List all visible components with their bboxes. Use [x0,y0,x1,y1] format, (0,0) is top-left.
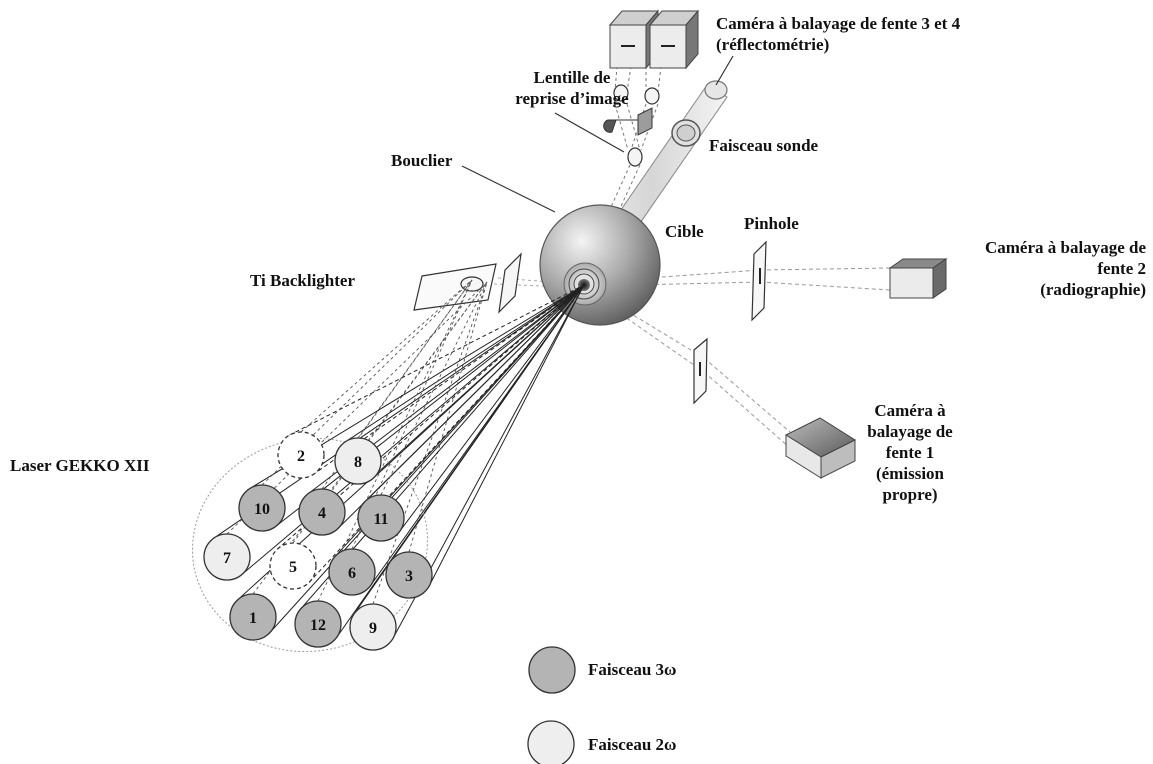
beam-circle-8 [334,437,382,485]
streak-camera-4 [648,9,700,70]
beam-number-9: 9 [369,620,377,637]
beam-bundle-envelope [191,437,429,653]
pinhole [751,240,767,322]
beam-circle-12 [294,600,342,648]
beam-backlighter-line-8 [357,279,473,439]
streak-camera-1 [784,417,857,479]
label-line: fente 1 [885,443,935,462]
leader-lines [461,55,734,213]
beam-backlighter-line-2 [300,279,473,433]
beam-circle-3 [385,551,433,599]
beam-line-3 [428,284,585,588]
streak-camera-2 [888,258,948,299]
legend-3w-symbol [528,646,576,694]
beam-line-2 [288,284,585,436]
beam-line-8 [343,284,585,444]
beam-backlighter-line-11 [380,281,488,496]
beam-number-2: 2 [297,448,305,465]
beam-backlighter-line-9 [372,281,488,605]
beam-backlighter-line-3 [408,281,488,553]
pinhole-camera-1 [693,337,708,405]
reflectometry-lenses [603,84,660,167]
legend-2w-label: Faisceau 2ω [588,735,677,754]
label-streak-camera-2: Caméra à balayage de fente 2 (radiograph… [900,237,1146,300]
label-laser-gekko: Laser GEKKO XII [10,456,150,475]
beam-circle-2 [277,431,325,479]
beam-circle-1 [229,593,277,641]
beam-line-1 [268,284,585,634]
label-pinhole: Pinhole [744,214,799,233]
beam-number-12: 12 [310,617,326,634]
label-line: reprise d’image [515,89,629,108]
beam-line-11 [363,284,585,504]
beam-circle-11 [357,494,405,542]
beam-line-8 [371,284,585,480]
beam-circle-9 [349,603,397,651]
beam-circle-5 [269,542,317,590]
label-line: Caméra à [874,401,946,420]
label-ti-backlighter: Ti Backlighter [250,271,355,290]
beam-number-4: 4 [318,505,326,522]
label-line: (émission [876,464,944,483]
beam-number-7: 7 [223,550,231,567]
beam-circle-6 [328,548,376,596]
label-line: (réflectométrie) [716,35,830,54]
beam-number-5: 5 [289,559,297,576]
beam-circle-7 [203,533,251,581]
beam-number-3: 3 [405,568,413,585]
beam-line-2 [312,284,585,476]
label-faisceau-sonde: Faisceau sonde [709,136,819,155]
beam-line-10 [274,284,585,528]
label-streak-camera-1: Caméra à balayage de fente 1 (émission p… [840,400,980,505]
beam-number-6: 6 [348,565,356,582]
label-lentille: Lentille de reprise d’image [482,67,662,109]
beam-circle-4 [298,488,346,536]
beam-number-11: 11 [373,511,388,528]
beam-number-1: 1 [249,610,257,627]
legend-symbols [527,646,576,764]
label-line: fente 2 [1097,259,1146,278]
legend-2w-symbol [527,720,575,764]
label-bouclier: Bouclier [391,151,453,170]
beam-line-7 [240,284,585,576]
label-cible: Cible [665,222,704,241]
beam-line-12 [335,284,585,639]
beam-number-8: 8 [354,454,362,471]
beam-line-11 [397,284,585,534]
ti-backlighter [413,252,522,314]
beam-backlighter-line-12 [317,279,473,602]
label-line: Caméra à balayage de fente 3 et 4 [716,14,961,33]
label-streak-camera-3-4: Caméra à balayage de fente 3 et 4 (réfle… [716,13,960,55]
legend-3w-label: Faisceau 3ω [588,660,677,679]
beam-number-10: 10 [254,501,270,518]
beam-circle-10 [238,484,286,532]
label-line: (radiographie) [1040,280,1146,299]
beam-line-5 [276,284,585,550]
label-line: Lentille de [533,68,611,87]
label-line: balayage de [867,422,953,441]
label-line: Caméra à balayage de [984,238,1146,257]
label-line: propre) [882,485,938,504]
